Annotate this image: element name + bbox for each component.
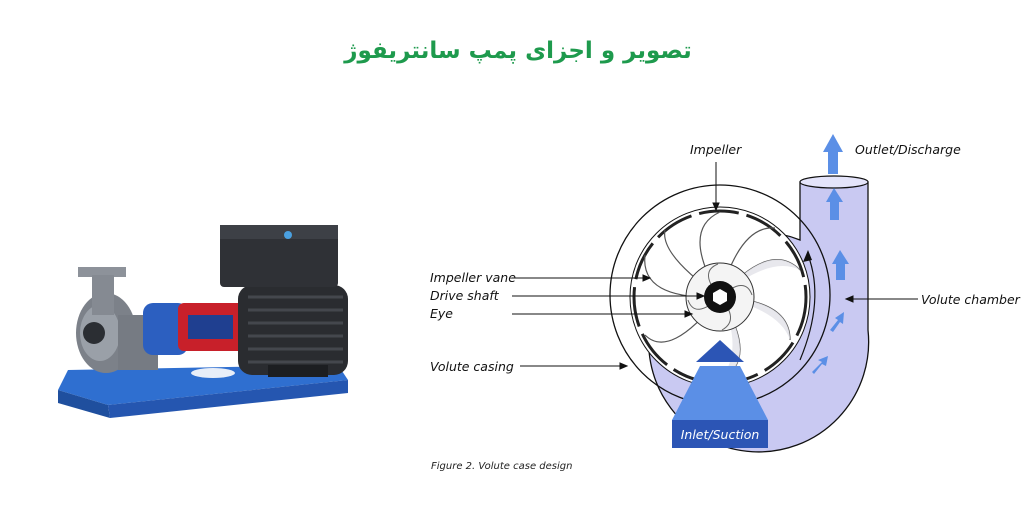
inlet-arrow xyxy=(672,366,768,420)
inlet-label: Inlet/Suction xyxy=(681,427,760,442)
centrifugal-pump-photo-icon xyxy=(58,225,348,418)
volute-casing-label: Volute casing xyxy=(430,359,514,374)
impeller-label: Impeller xyxy=(690,142,742,157)
volute-diagram: Inlet/Suction xyxy=(512,134,918,453)
volute-chamber-label: Volute chamber xyxy=(921,292,1020,307)
eye-label: Eye xyxy=(430,306,453,321)
flow-arrows xyxy=(812,134,849,374)
outlet-label: Outlet/Discharge xyxy=(855,142,961,157)
impeller-vane-label: Impeller vane xyxy=(430,270,516,285)
page-title: تصویر و اجزای پمپ سانتریفوژ xyxy=(344,38,692,64)
figure-caption: Figure 2. Volute case design xyxy=(431,461,573,472)
drive-shaft-label: Drive shaft xyxy=(430,288,499,303)
